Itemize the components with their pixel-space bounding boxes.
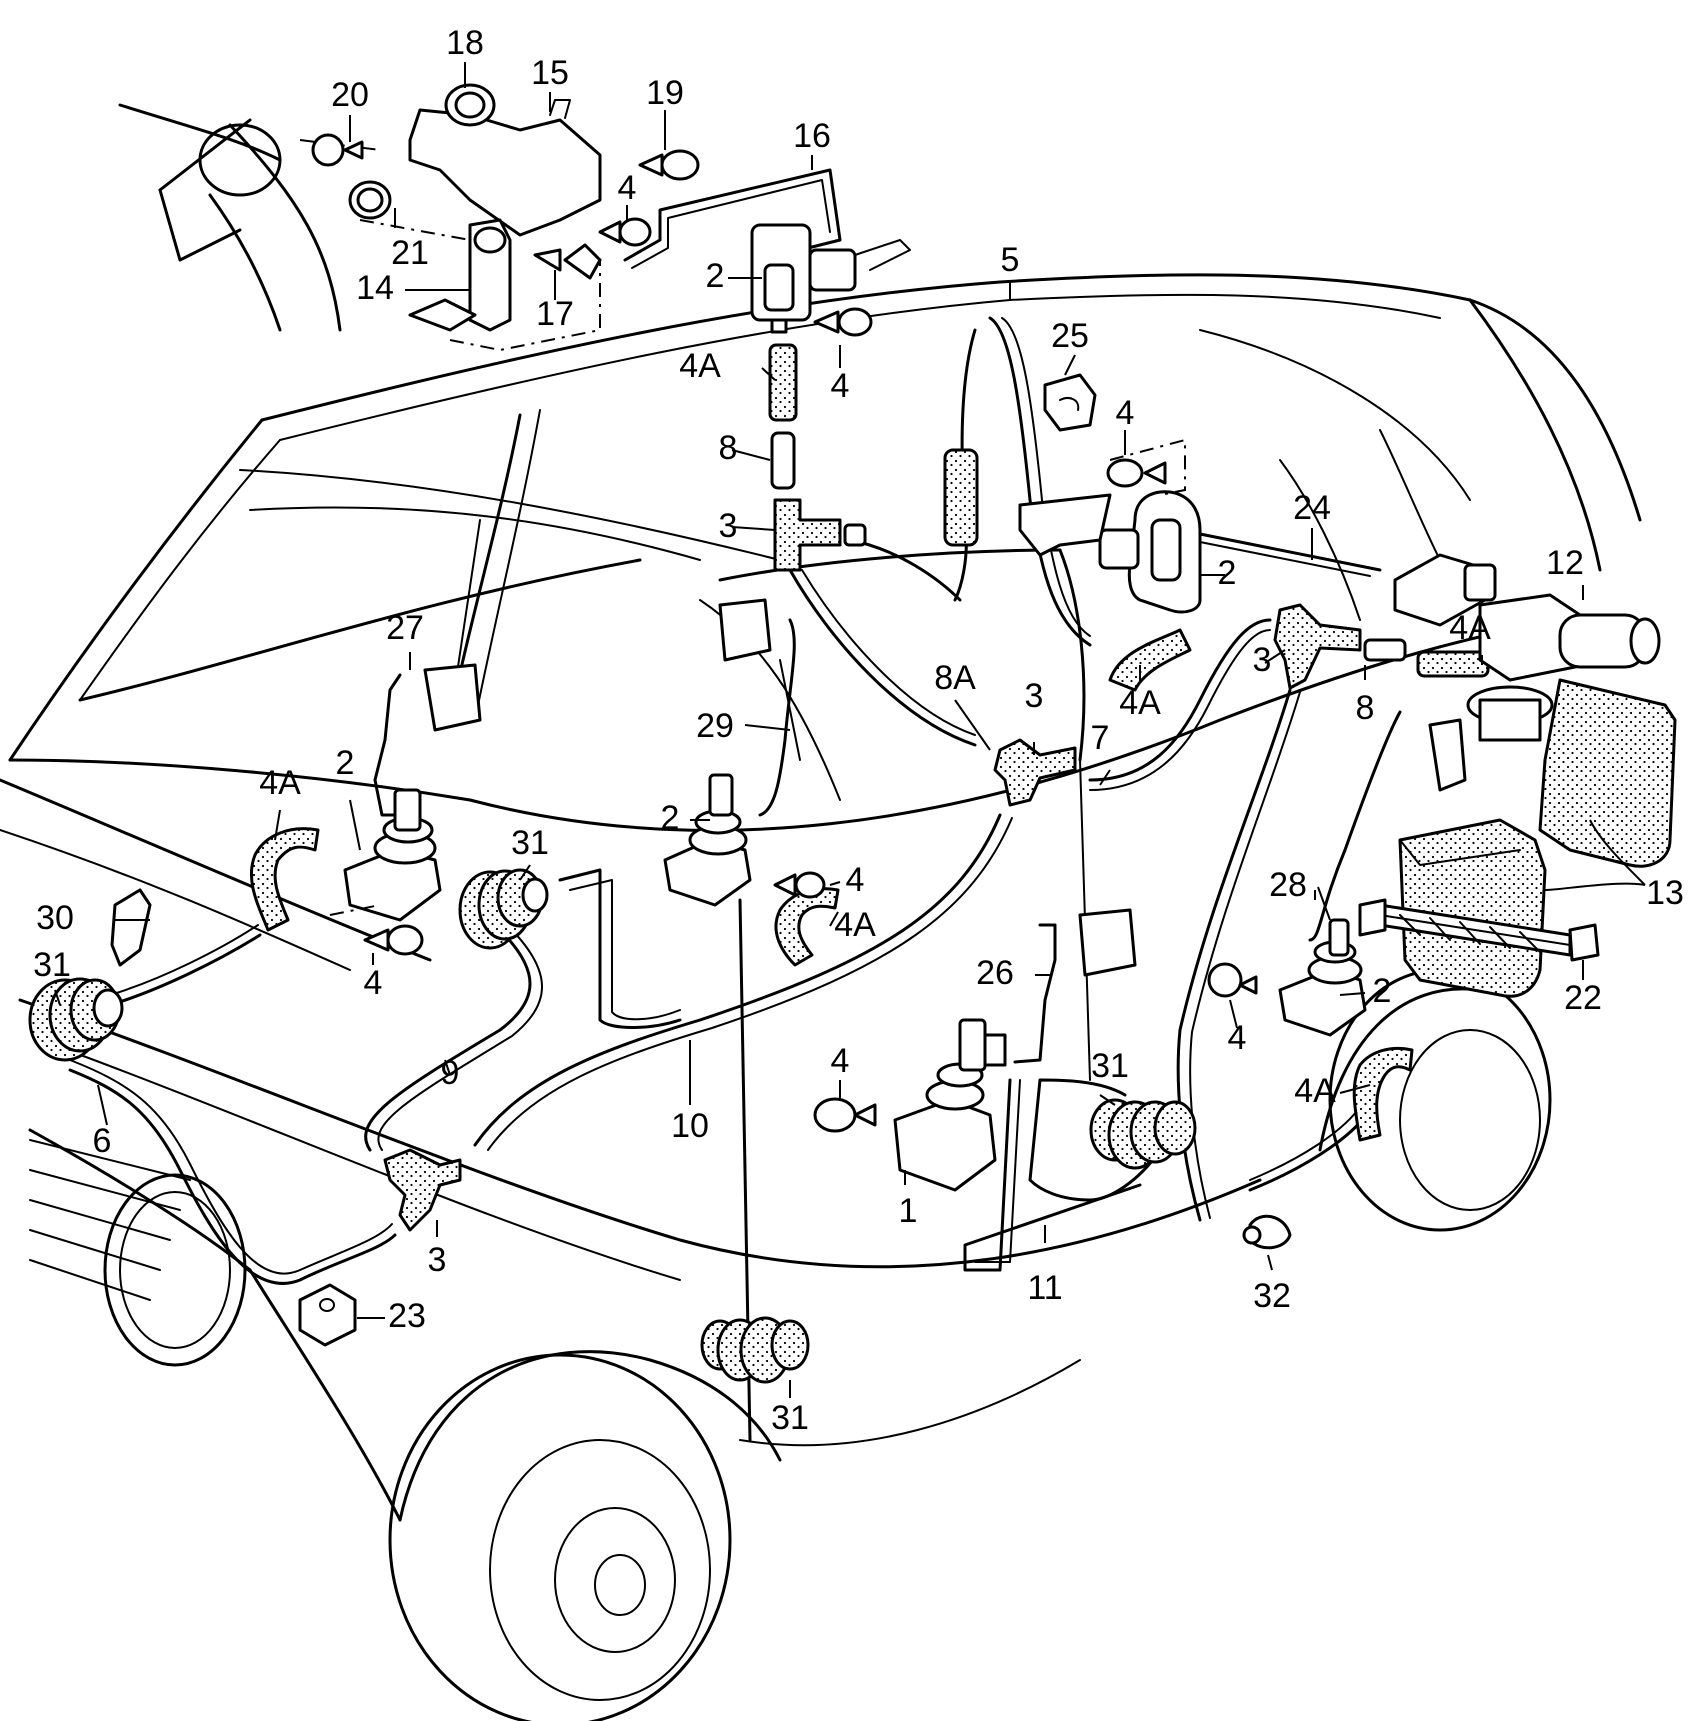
callout-4-left: 4 [364, 964, 383, 1002]
callout-3-middle: 3 [1025, 677, 1044, 715]
screw-4-left [363, 924, 424, 956]
callout-30: 30 [36, 899, 74, 937]
callout-4A-top: 4A [679, 347, 721, 385]
callout-31-left: 31 [33, 946, 71, 984]
car-body-outline [0, 103, 1642, 1721]
callout-3-lower: 3 [428, 1241, 447, 1279]
callout-16: 16 [793, 117, 831, 155]
clip-25 [1043, 373, 1097, 432]
callout-4A-actuator12: 4A [1449, 609, 1491, 647]
callout-4-middle: 4 [846, 861, 865, 899]
hose-segments [250, 343, 1490, 1142]
callout-15: 15 [531, 54, 569, 92]
callout-7: 7 [1091, 719, 1110, 757]
holder-23 [298, 1283, 357, 1347]
callout-2-middle: 2 [661, 799, 680, 837]
clip-20 [311, 133, 364, 167]
callout-4A-right: 4A [1119, 684, 1161, 722]
callout-22: 22 [1564, 979, 1602, 1017]
callout-2-left: 2 [336, 744, 355, 782]
leader-lines [54, 62, 1646, 1398]
callout-19: 19 [646, 74, 684, 112]
clip-4-right [1207, 962, 1258, 998]
screw-4-actuator [813, 307, 873, 337]
callout-4A-middle: 4A [834, 906, 876, 944]
clip-4-lower [813, 1097, 877, 1133]
callout-18: 18 [446, 24, 484, 62]
callout-3-right: 3 [1253, 641, 1272, 679]
grommet-21 [348, 180, 392, 220]
brackets-fasteners [110, 83, 1677, 1347]
callout-4-roof: 4 [1116, 394, 1135, 432]
callout-26: 26 [976, 954, 1014, 992]
callout-2-right: 2 [1218, 554, 1237, 592]
callout-12: 12 [1546, 544, 1584, 582]
callout-20: 20 [331, 76, 369, 114]
callout-6: 6 [93, 1122, 112, 1160]
callout-2-lower-right: 2 [1373, 972, 1392, 1010]
screw-4-roof [1106, 458, 1167, 488]
screw-19 [638, 149, 700, 181]
callout-11: 11 [1027, 1269, 1062, 1307]
callout-24: 24 [1293, 489, 1331, 527]
callout-13: 13 [1646, 874, 1684, 912]
callout-17: 17 [536, 295, 574, 333]
callout-4-bracket: 4 [618, 169, 637, 207]
clip-17 [533, 243, 602, 280]
callout-8-right: 8 [1356, 689, 1375, 727]
callout-5: 5 [1001, 241, 1020, 279]
callout-14: 14 [356, 269, 394, 307]
screw-4-middle [773, 871, 826, 899]
callout-8-top: 8 [719, 429, 738, 467]
callout-10: 10 [671, 1107, 709, 1145]
callout-31-lower: 31 [1091, 1047, 1129, 1085]
callout-8A: 8A [934, 659, 976, 697]
clip-30 [110, 888, 152, 967]
callout-32: 32 [1253, 1277, 1291, 1315]
callout-27: 27 [386, 609, 424, 647]
bellows [28, 868, 1197, 1384]
callout-4-lower: 4 [831, 1042, 850, 1080]
callout-25: 25 [1051, 317, 1089, 355]
screw-4-top [598, 217, 652, 247]
callout-31-upper: 31 [511, 824, 549, 862]
actuators [343, 223, 1661, 1192]
callout-9: 9 [441, 1054, 460, 1092]
callout-4A-lower-right: 4A [1294, 1072, 1336, 1110]
callout-labels: 18 15 20 19 16 4 21 14 17 2 5 25 4A 4 8 … [33, 24, 1684, 1437]
callout-23: 23 [388, 1297, 426, 1335]
callout-4-actuator: 4 [831, 367, 850, 405]
vacuum-lines [68, 168, 1402, 1285]
callout-21: 21 [391, 234, 429, 272]
callout-1: 1 [899, 1192, 918, 1230]
callout-31-bottom: 31 [771, 1399, 809, 1437]
clamp-32 [1242, 1214, 1292, 1250]
callout-28: 28 [1269, 866, 1307, 904]
callout-2-top: 2 [706, 257, 725, 295]
callout-29: 29 [696, 707, 734, 745]
t-pieces [383, 498, 1362, 1232]
callout-4-right: 4 [1228, 1019, 1247, 1057]
callout-3-top: 3 [719, 507, 738, 545]
callout-4A-left: 4A [259, 764, 301, 802]
